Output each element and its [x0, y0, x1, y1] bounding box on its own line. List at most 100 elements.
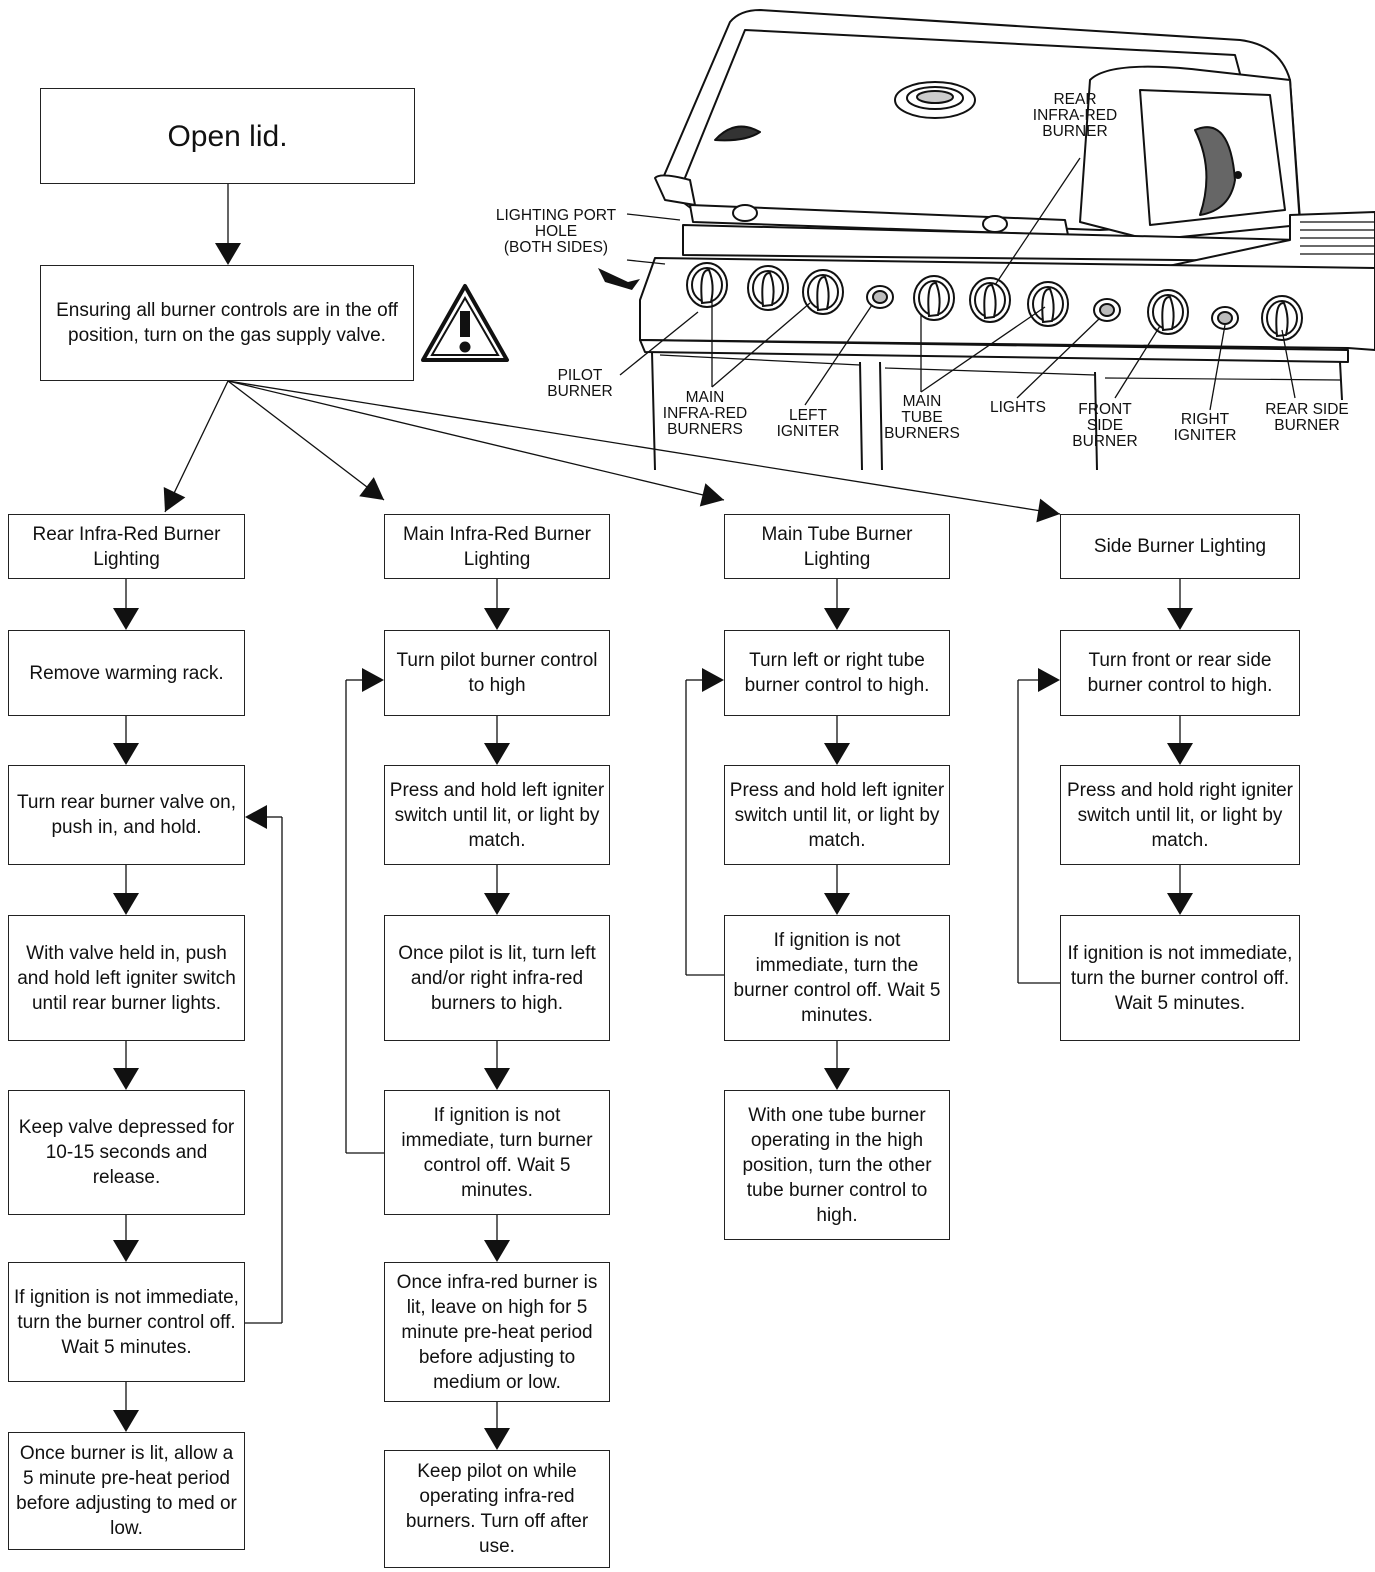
main-ir-title-box: Main Infra-Red Burner Lighting	[384, 514, 610, 579]
label-main-tube-burners: MAIN TUBE BURNERS	[884, 393, 960, 442]
connector-line	[227, 380, 725, 501]
arrowhead-down	[1167, 608, 1193, 630]
main-tube-title-box: Main Tube Burner Lighting	[724, 514, 950, 579]
control-knob	[1027, 281, 1069, 327]
arrowhead-down	[113, 743, 139, 765]
control-knob	[747, 265, 789, 311]
rear-ir-step-6: Once burner is lit, allow a 5 minute pre…	[8, 1432, 245, 1550]
control-knob	[913, 275, 955, 321]
main-tube-step-1-text: Turn left or right tube burner control t…	[744, 650, 930, 696]
main-ir-step-5: Once infra-red burner is lit, leave on h…	[384, 1262, 610, 1402]
side-title-box: Side Burner Lighting	[1060, 514, 1300, 579]
rear-ir-step-5: If ignition is not immediate, turn the b…	[8, 1262, 245, 1382]
rear-ir-step-1-text: Remove warming rack.	[29, 662, 224, 684]
igniter-button	[1093, 298, 1121, 322]
igniter-button	[1211, 306, 1239, 330]
label-lighting-port-hole: LIGHTING PORT HOLE (BOTH SIDES)	[495, 207, 617, 256]
side-step-3-text: If ignition is not immediate, turn the b…	[1067, 942, 1293, 1014]
arrowhead-right	[1038, 668, 1060, 692]
side-step-2-text: Press and hold right igniter switch unti…	[1066, 779, 1293, 851]
open-lid-box: Open lid.	[40, 88, 415, 184]
main-tube-step-2: Press and hold left igniter switch until…	[724, 765, 950, 865]
main-tube-step-2-text: Press and hold left igniter switch until…	[729, 779, 945, 851]
arrowhead-down	[484, 1068, 510, 1090]
main-ir-step-2-text: Press and hold left igniter switch until…	[389, 779, 605, 851]
rear-ir-step-4-text: Keep valve depressed for 10-15 seconds a…	[18, 1117, 235, 1188]
arrowhead-right	[362, 668, 384, 692]
label-lights: LIGHTS	[990, 399, 1046, 416]
rear-ir-step-5-text: If ignition is not immediate, turn the b…	[14, 1286, 239, 1358]
rear-ir-step-3-text: With valve held in, push and hold left i…	[17, 942, 236, 1014]
control-knob	[802, 269, 844, 315]
arrowhead-down	[113, 893, 139, 915]
main-ir-step-1-text: Turn pilot burner control to high	[396, 650, 598, 696]
igniter-button	[866, 285, 894, 309]
main-ir-step-6-text: Keep pilot on while operating infra-red …	[405, 1461, 589, 1557]
control-knob	[686, 262, 728, 308]
connector-line	[164, 380, 229, 513]
main-tube-step-4-text: With one tube burner operating in the hi…	[742, 1104, 932, 1226]
warning-triangle-icon	[421, 284, 509, 362]
rear-ir-title-box: Rear Infra-Red Burner Lighting	[8, 514, 245, 579]
arrowhead-angled	[699, 483, 724, 507]
main-ir-step-5-text: Once infra-red burner is lit, leave on h…	[396, 1271, 598, 1393]
rear-ir-step-6-text: Once burner is lit, allow a 5 minute pre…	[16, 1443, 237, 1539]
main-ir-title: Main Infra-Red Burner Lighting	[403, 523, 591, 570]
arrowhead-down	[824, 743, 850, 765]
main-ir-step-4: If ignition is not immediate, turn burne…	[384, 1090, 610, 1215]
rear-ir-step-2-text: Turn rear burner valve on, push in, and …	[17, 792, 236, 838]
connector-line	[227, 380, 1061, 515]
connector-line	[227, 380, 385, 501]
rear-ir-step-2: Turn rear burner valve on, push in, and …	[8, 765, 245, 865]
arrowhead-down	[215, 243, 241, 265]
rear-ir-title: Rear Infra-Red Burner Lighting	[32, 523, 221, 570]
main-ir-step-6: Keep pilot on while operating infra-red …	[384, 1450, 610, 1568]
control-knob	[969, 277, 1011, 323]
label-right-igniter: RIGHT IGNITER	[1173, 411, 1237, 444]
arrowhead-angled	[359, 477, 384, 500]
arrowhead-down	[484, 608, 510, 630]
label-rear-infra-red-burner: REAR INFRA-RED BURNER	[1032, 91, 1118, 140]
arrowhead-down	[113, 608, 139, 630]
main-ir-step-1: Turn pilot burner control to high	[384, 630, 610, 716]
label-main-infra-red-burners: MAIN INFRA-RED BURNERS	[662, 389, 748, 438]
label-front-side-burner: FRONT SIDE BURNER	[1072, 401, 1138, 450]
open-lid-text: Open lid.	[167, 119, 288, 153]
main-tube-step-3: If ignition is not immediate, turn the b…	[724, 915, 950, 1041]
arrowhead-down	[484, 1428, 510, 1450]
arrowhead-down	[484, 1240, 510, 1262]
arrowhead-down	[1167, 743, 1193, 765]
main-tube-step-1: Turn left or right tube burner control t…	[724, 630, 950, 716]
arrowhead-down	[113, 1240, 139, 1262]
control-knob	[1261, 295, 1303, 341]
arrowhead-down	[113, 1410, 139, 1432]
arrowhead-down	[113, 1068, 139, 1090]
side-step-1: Turn front or rear side burner control t…	[1060, 630, 1300, 716]
side-step-2: Press and hold right igniter switch unti…	[1060, 765, 1300, 865]
arrowhead-down	[484, 743, 510, 765]
arrowhead-down	[824, 608, 850, 630]
side-step-1-text: Turn front or rear side burner control t…	[1087, 650, 1273, 696]
main-ir-step-4-text: If ignition is not immediate, turn burne…	[401, 1104, 593, 1201]
arrowhead-left	[245, 805, 267, 829]
label-left-igniter: LEFT IGNITER	[776, 407, 840, 440]
arrowhead-down	[484, 893, 510, 915]
label-pilot-burner: PILOT BURNER	[547, 367, 613, 400]
gas-supply-text: Ensuring all burner controls are in the …	[56, 300, 398, 346]
main-tube-step-4: With one tube burner operating in the hi…	[724, 1090, 950, 1240]
grill-illustration	[598, 9, 1375, 470]
main-ir-step-3-text: Once pilot is lit, turn left and/or righ…	[398, 942, 596, 1014]
arrowhead-down	[1167, 893, 1193, 915]
side-step-3: If ignition is not immediate, turn the b…	[1060, 915, 1300, 1041]
gas-supply-box: Ensuring all burner controls are in the …	[40, 265, 414, 381]
arrowhead-right	[702, 668, 724, 692]
rear-ir-step-4: Keep valve depressed for 10-15 seconds a…	[8, 1090, 245, 1215]
rear-ir-step-3: With valve held in, push and hold left i…	[8, 915, 245, 1041]
rear-ir-step-1: Remove warming rack.	[8, 630, 245, 716]
side-title: Side Burner Lighting	[1093, 536, 1267, 557]
arrowhead-down	[824, 1068, 850, 1090]
main-tube-step-3-text: If ignition is not immediate, turn the b…	[733, 930, 941, 1026]
main-tube-title: Main Tube Burner Lighting	[761, 523, 913, 570]
